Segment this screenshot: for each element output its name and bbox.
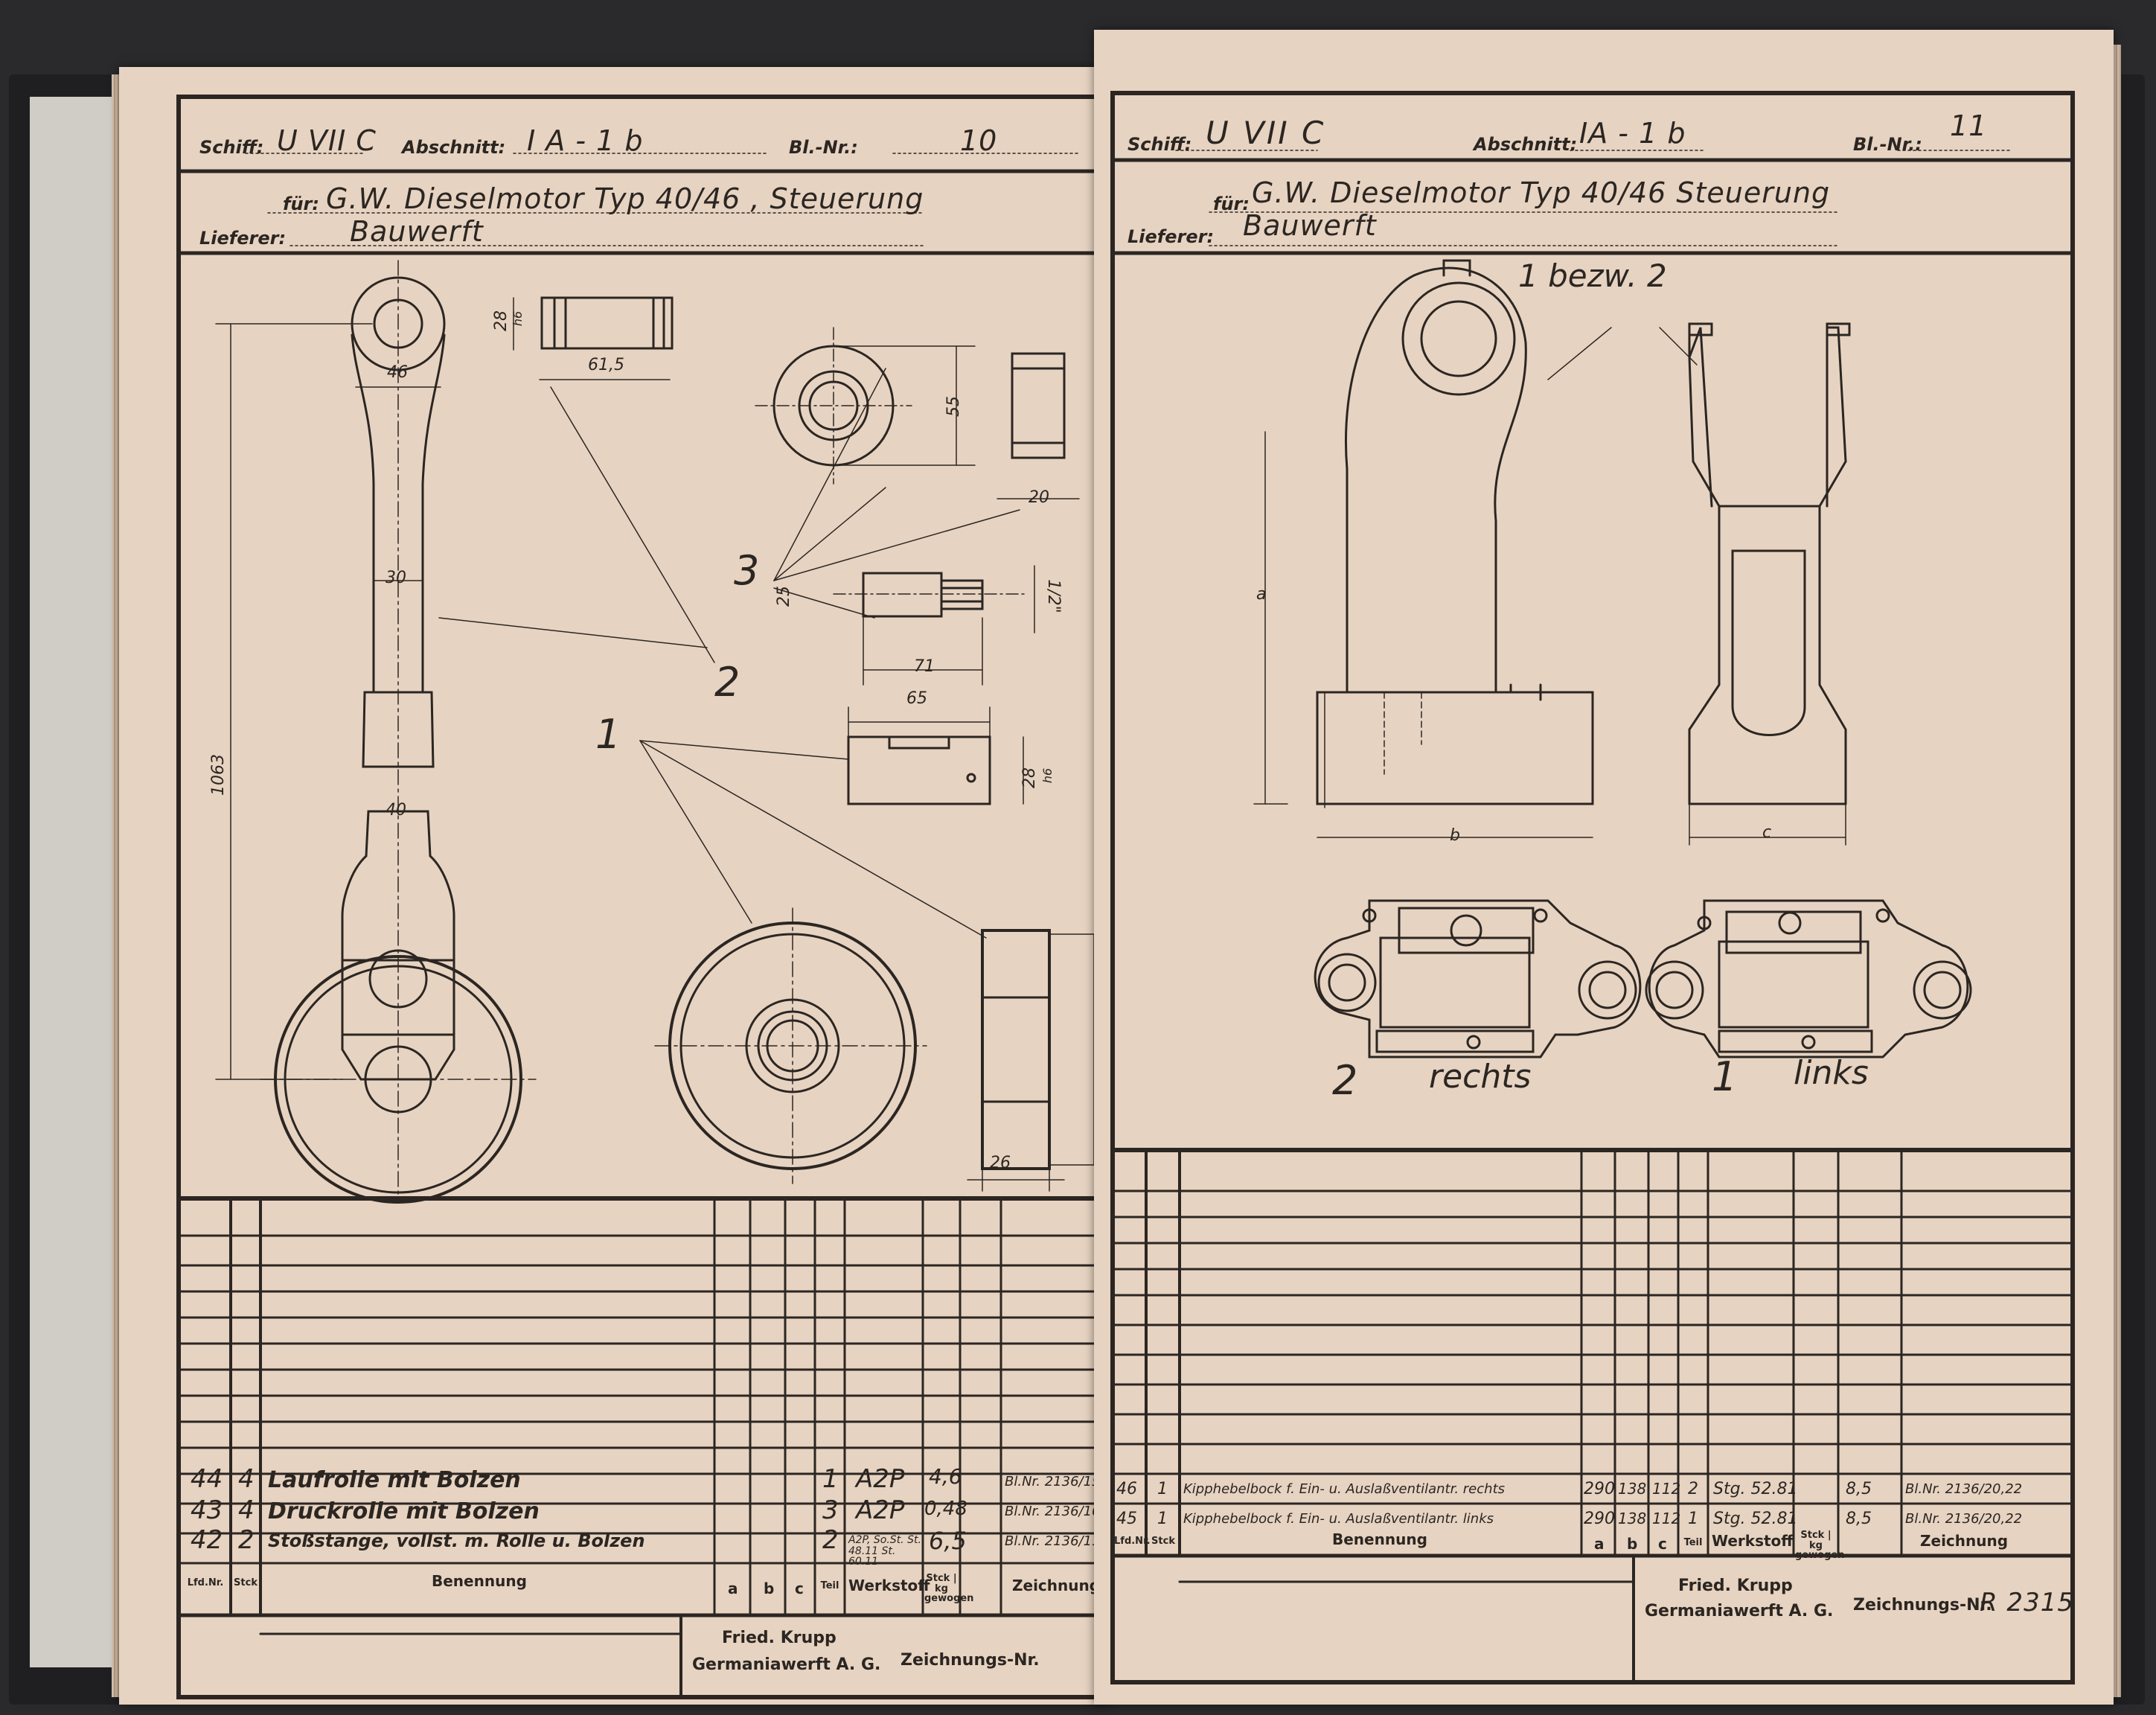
dim-40: 40 [386,801,406,820]
col-stck: Stck [234,1577,257,1588]
abschnitt-value: I A - 1 b [527,124,644,157]
dim-25: 25 [775,586,793,607]
firm-name-2-r: Germaniawerft A. G. [1645,1602,1834,1620]
dim-30: 30 [386,569,406,587]
col-a-r: a [1594,1535,1605,1553]
firm-name-2: Germaniawerft A. G. [692,1655,881,1674]
zeichnungs-nr-value: R 2315 [1980,1588,2074,1617]
col-teil-r: Teil [1683,1537,1703,1548]
lieferer-label: Lieferer: [199,228,287,249]
dim-71: 71 [914,657,935,676]
col-stck-r: Stck [1151,1536,1175,1547]
right-sheet: Schiff: U VII C Abschnitt: IA - 1 b Bl.-… [1094,30,2114,1705]
fuer-value: G.W. Dieselmotor Typ 40/46 , Steuerung [326,182,924,215]
callout-1-r: 1 [1712,1053,1738,1100]
dim-55: 55 [944,396,963,417]
abschnitt-label-r: Abschnitt: [1474,134,1578,155]
dim-65: 65 [906,689,927,708]
dim-h6b: h6 [1040,767,1055,784]
col-c-r: c [1658,1535,1667,1553]
blatt-value-r: 11 [1950,109,1988,142]
label-rechts: rechts [1429,1058,1532,1096]
binder-spine [30,97,119,1667]
firm-name-1-r: Fried. Krupp [1678,1577,1793,1595]
fuer-label-r: für: [1213,194,1250,214]
dim-a: a [1256,585,1267,604]
right-sheet-linework [1110,91,2075,1684]
blatt-value: 10 [960,124,998,157]
schiff-value-r: U VII C [1206,115,1326,151]
col-werkstoff-r: Werkstoff [1712,1532,1794,1550]
callout-2-r: 2 [1332,1057,1358,1104]
firm-name-1: Fried. Krupp [722,1629,837,1647]
col-lfd: Lfd.Nr. [187,1577,224,1588]
col-werkstoff: Werkstoff [848,1577,930,1594]
col-b-r: b [1627,1535,1638,1553]
col-teil: Teil [820,1580,839,1591]
left-sheet-linework [176,95,1109,1699]
callout-2: 2 [714,659,740,706]
blatt-label-r: Bl.-Nr.: [1853,134,1922,155]
lieferer-value-r: Bauwerft [1243,209,1377,242]
schiff-label: Schiff: [199,137,264,158]
dim-28: 28 [492,310,511,331]
col-zeichnung-r: Zeichnung [1920,1532,2009,1550]
dim-46: 46 [387,363,408,382]
dim-h6: h6 [511,310,525,327]
col-gewicht: Stck | kg gewogen [924,1573,974,1605]
abschnitt-label: Abschnitt: [402,137,506,158]
dim-61-5: 61,5 [588,356,624,374]
schiff-value: U VII C [277,124,377,157]
col-a: a [728,1580,738,1597]
zeichnungs-nr-label-r: Zeichnungs-Nr. [1853,1596,1992,1615]
col-zeichnung: Zeichnung [1012,1577,1101,1594]
dim-c: c [1762,823,1772,842]
callout-1-bezw-2: 1 bezw. 2 [1518,258,1667,294]
col-c: c [795,1580,804,1597]
dim-28b: 28 [1020,767,1039,788]
callout-3: 3 [734,547,760,594]
label-links: links [1794,1054,1869,1092]
fuer-value-r: G.W. Dieselmotor Typ 40/46 Steuerung [1252,176,1831,209]
schiff-label-r: Schiff: [1127,134,1192,155]
lieferer-value: Bauwerft [350,215,484,248]
dim-half-inch: 1/2" [1043,579,1063,613]
col-gewicht-r: Stck | kg gewogen [1795,1530,1845,1562]
col-lfd-r: Lfd.Nr. [1114,1536,1151,1547]
blatt-label: Bl.-Nr.: [789,137,858,158]
dim-26: 26 [990,1154,1011,1172]
lieferer-label-r: Lieferer: [1127,226,1215,247]
col-benennung-r: Benennung [1332,1530,1427,1548]
zeichnungs-nr-label: Zeichnungs-Nr. [901,1651,1040,1670]
dim-1063: 1063 [209,754,228,796]
col-b: b [764,1580,775,1597]
callout-1: 1 [595,711,621,758]
fuer-label: für: [283,194,319,214]
dim-20: 20 [1029,488,1049,507]
abschnitt-value-r: IA - 1 b [1579,117,1686,150]
dim-b: b [1450,826,1460,845]
left-sheet: Schiff: U VII C Abschnitt: I A - 1 b Bl.… [119,67,1113,1705]
col-benennung: Benennung [432,1572,527,1590]
